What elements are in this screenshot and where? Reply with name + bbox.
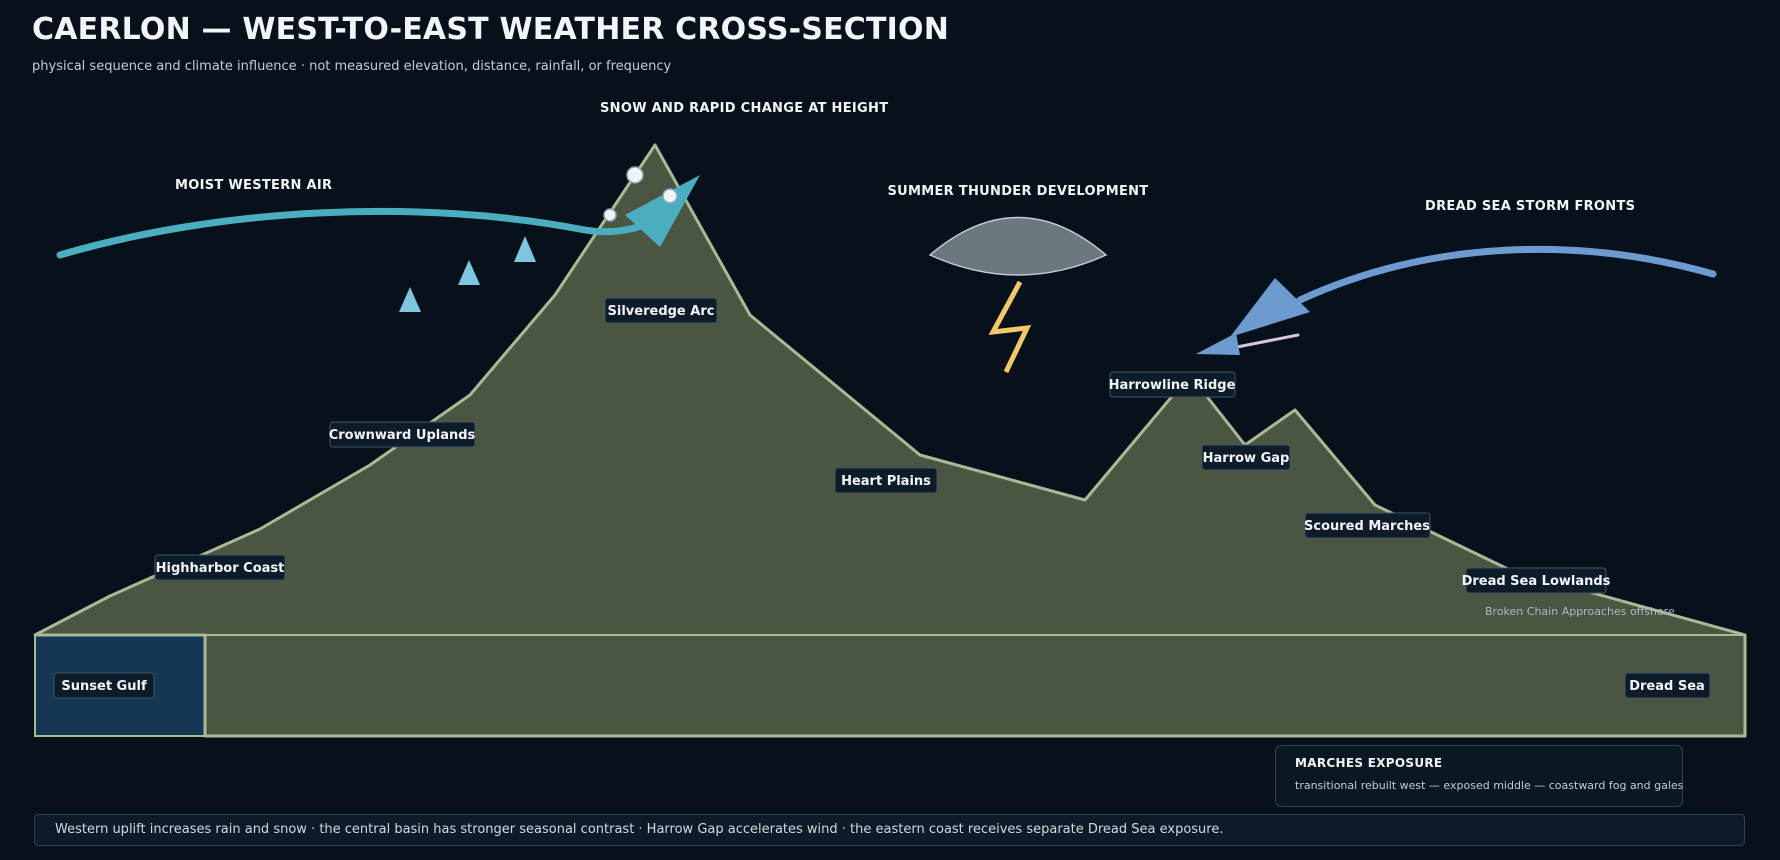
region-label-dread-sea-lowlands: Dread Sea Lowlands xyxy=(1462,567,1611,594)
rain-marker-icon xyxy=(514,236,536,262)
terrain-profile xyxy=(33,143,1747,738)
storm-front-stream xyxy=(1296,245,1717,304)
panel-title: MARCHES EXPOSURE xyxy=(1295,756,1443,770)
region-label-dread-sea: Dread Sea xyxy=(1624,672,1711,699)
western-air-arrowhead-icon xyxy=(625,175,700,247)
svg-text:Harrowline Ridge: Harrowline Ridge xyxy=(1109,378,1236,393)
snow-annotation: SNOW AND RAPID CHANGE AT HEIGHT xyxy=(600,101,888,116)
svg-text:Dread Sea: Dread Sea xyxy=(1629,679,1705,694)
svg-text:Harrow Gap: Harrow Gap xyxy=(1203,451,1290,466)
region-label-sunset-gulf: Sunset Gulf xyxy=(53,672,155,699)
svg-text:Heart Plains: Heart Plains xyxy=(841,474,931,489)
snowflake-icon xyxy=(662,188,678,204)
svg-text:Crownward Uplands: Crownward Uplands xyxy=(329,428,476,443)
section-frame xyxy=(34,634,1746,737)
lightning-bolt-icon xyxy=(988,280,1032,374)
page-title: CAERLON — WEST-TO-EAST WEATHER CROSS-SEC… xyxy=(32,12,950,47)
page-subtitle: physical sequence and climate influence … xyxy=(32,59,672,74)
region-label-heart-plains: Heart Plains xyxy=(834,467,938,494)
marches-exposure-panel: MARCHES EXPOSURE transitional rebuilt we… xyxy=(1275,745,1683,807)
western-air-stream xyxy=(56,207,669,259)
svg-text:Highharbor Coast: Highharbor Coast xyxy=(156,561,285,576)
region-label-scoured-marches: Scoured Marches xyxy=(1304,512,1431,539)
region-label-harrow-gap: Harrow Gap xyxy=(1201,444,1291,471)
svg-text:Scoured Marches: Scoured Marches xyxy=(1304,519,1430,534)
rain-marker-icon xyxy=(458,260,480,285)
svg-text:Dread Sea Lowlands: Dread Sea Lowlands xyxy=(1462,574,1611,589)
storm-fronts-annotation: DREAD SEA STORM FRONTS xyxy=(1425,199,1635,214)
rain-marker-icon xyxy=(399,287,421,312)
svg-text:Silveredge Arc: Silveredge Arc xyxy=(608,304,715,319)
summary-footer: Western uplift increases rain and snow ·… xyxy=(34,814,1745,846)
panel-text: transitional rebuilt west — exposed midd… xyxy=(1295,779,1684,792)
snowflake-icon xyxy=(603,208,617,222)
broken-chain-note: Broken Chain Approaches offshore xyxy=(1485,605,1675,618)
thunder-annotation: SUMMER THUNDER DEVELOPMENT xyxy=(888,184,1149,199)
storm-front-arrowhead-icon xyxy=(1230,278,1310,337)
harrow-gap-wind-arrowhead-icon xyxy=(1196,333,1240,355)
region-label-highharbor-coast: Highharbor Coast xyxy=(154,554,286,581)
region-label-silveredge-arc: Silveredge Arc xyxy=(604,297,718,324)
region-label-crownward-uplands: Crownward Uplands xyxy=(329,421,476,448)
harrow-gap-wind-arrow xyxy=(1230,333,1300,350)
svg-text:Sunset Gulf: Sunset Gulf xyxy=(61,679,147,694)
snowflake-icon xyxy=(626,166,644,184)
region-label-harrowline-ridge: Harrowline Ridge xyxy=(1109,371,1236,398)
moist-air-annotation: MOIST WESTERN AIR xyxy=(175,178,332,193)
thunder-cloud-icon xyxy=(928,216,1108,276)
